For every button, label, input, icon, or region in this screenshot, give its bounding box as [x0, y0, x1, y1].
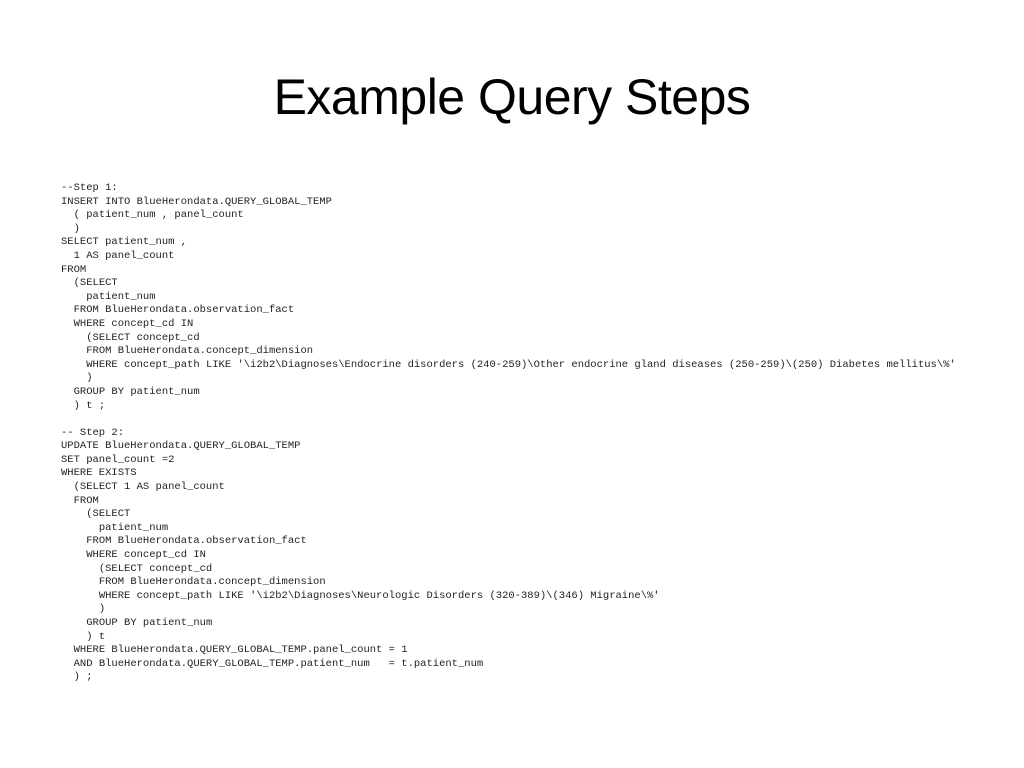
code-line: UPDATE BlueHerondata.QUERY_GLOBAL_TEMP	[61, 440, 301, 453]
code-line: )	[61, 222, 80, 235]
code-line: FROM BlueHerondata.concept_dimension	[61, 345, 314, 358]
code-line: WHERE concept_path LIKE '\i2b2\Diagnoses…	[61, 358, 956, 371]
code-line: ) t	[61, 630, 106, 643]
code-line: WHERE concept_cd IN	[61, 549, 206, 562]
code-line: FROM BlueHerondata.observation_fact	[61, 304, 295, 317]
code-line: )	[61, 603, 106, 616]
code-line: FROM	[61, 494, 99, 507]
code-line: SELECT patient_num ,	[61, 236, 188, 249]
code-line: WHERE concept_path LIKE '\i2b2\Diagnoses…	[61, 589, 660, 602]
code-line	[61, 413, 961, 427]
slide-title: Example Query Steps	[273, 69, 751, 125]
code-line: 1 AS panel_count	[61, 249, 175, 262]
sql-code-block: --Step 1:INSERT INTO BlueHerondata.QUERY…	[61, 182, 961, 685]
code-line: WHERE concept_cd IN	[61, 317, 194, 330]
code-line: ) t ;	[61, 399, 106, 412]
code-line: patient_num	[61, 290, 156, 303]
code-line: (SELECT	[61, 508, 131, 521]
code-line: (SELECT 1 AS panel_count	[61, 481, 225, 494]
code-line: WHERE EXISTS	[61, 467, 137, 480]
code-line: AND BlueHerondata.QUERY_GLOBAL_TEMP.pati…	[61, 657, 484, 670]
code-line: --Step 1:	[61, 182, 118, 194]
code-line: WHERE BlueHerondata.QUERY_GLOBAL_TEMP.pa…	[61, 644, 408, 657]
code-line: GROUP BY patient_num	[61, 385, 200, 398]
code-line: FROM BlueHerondata.concept_dimension	[61, 576, 326, 589]
code-line: SET panel_count =2	[61, 453, 175, 466]
code-line: )	[61, 372, 93, 385]
code-line: INSERT INTO BlueHerondata.QUERY_GLOBAL_T…	[61, 195, 332, 208]
code-line: (SELECT	[61, 277, 118, 290]
code-line: FROM	[61, 263, 87, 276]
code-line: (SELECT concept_cd	[61, 331, 200, 344]
code-line: patient_num	[61, 521, 169, 534]
code-line: GROUP BY patient_num	[61, 617, 213, 629]
code-line: -- Step 2:	[61, 426, 125, 439]
code-line: ( patient_num , panel_count	[61, 209, 244, 222]
code-line: FROM BlueHerondata.observation_fact	[61, 535, 307, 548]
code-line: ) ;	[61, 671, 93, 684]
code-line: (SELECT concept_cd	[61, 562, 213, 575]
